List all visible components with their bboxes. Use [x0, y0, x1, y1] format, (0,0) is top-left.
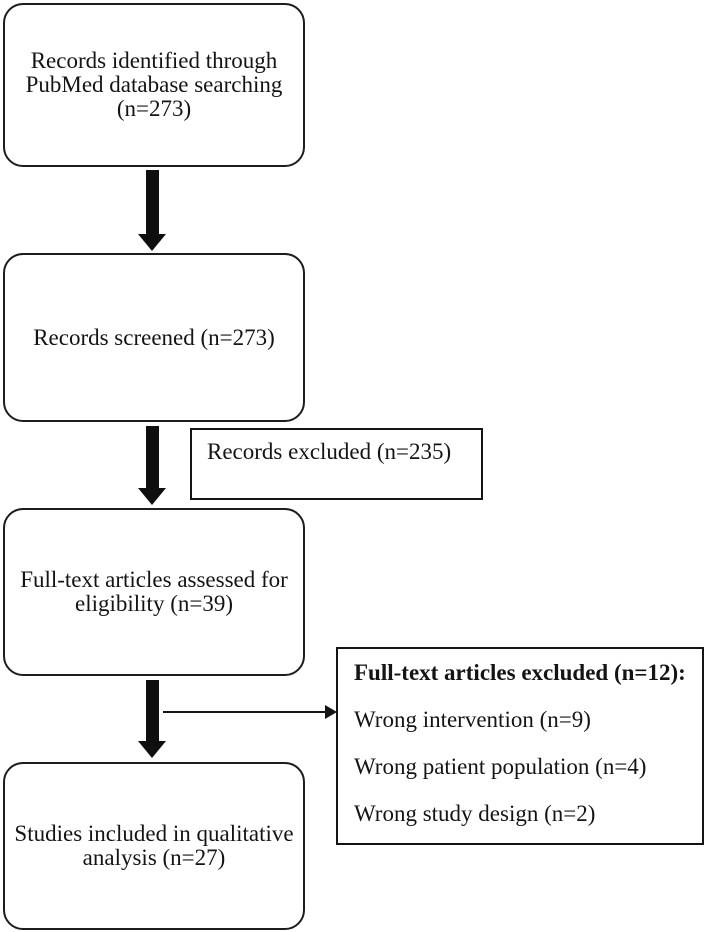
right-arrowhead-icon: [325, 705, 337, 719]
box-records-screened: Records screened (n=273): [3, 253, 305, 422]
box-records-identified-line3: (n=273): [116, 96, 192, 121]
box-studies-included: Studies included in qualitative analysis…: [3, 762, 305, 930]
box-fulltext-assessed-line1: Full-text articles assessed for: [20, 567, 288, 592]
excluded-reason-item: Wrong intervention (n=9): [354, 707, 591, 732]
box-studies-included-line1: Studies included in qualitative: [14, 821, 294, 846]
down-arrowhead-icon: [138, 488, 166, 505]
down-arrow-icon: [146, 170, 159, 234]
box-records-excluded-text: Records excluded (n=235): [207, 439, 452, 464]
box-records-identified-line1: Records identified through: [30, 48, 278, 73]
excluded-reason-item: Wrong patient population (n=4): [354, 754, 647, 779]
box-fulltext-excluded: Full-text articles excluded (n=12): Wron…: [336, 647, 704, 845]
box-fulltext-assessed-line2: eligibility (n=39): [75, 591, 233, 616]
down-arrow-icon: [146, 680, 159, 741]
box-records-excluded: Records excluded (n=235): [190, 428, 483, 500]
down-arrowhead-icon: [138, 234, 166, 251]
right-arrow-line-icon: [163, 711, 326, 713]
box-studies-included-line2: analysis (n=27): [82, 845, 226, 870]
box-records-identified: Records identified through PubMed databa…: [3, 3, 305, 167]
box-records-screened-line1: Records screened (n=273): [33, 324, 275, 350]
excluded-reason-item: Wrong study design (n=2): [354, 801, 596, 826]
box-fulltext-assessed: Full-text articles assessed for eligibil…: [3, 508, 305, 676]
box-fulltext-excluded-header: Full-text articles excluded (n=12):: [354, 660, 686, 685]
down-arrowhead-icon: [138, 741, 166, 758]
box-records-identified-line2: PubMed database searching: [25, 72, 283, 97]
down-arrow-icon: [146, 426, 159, 488]
